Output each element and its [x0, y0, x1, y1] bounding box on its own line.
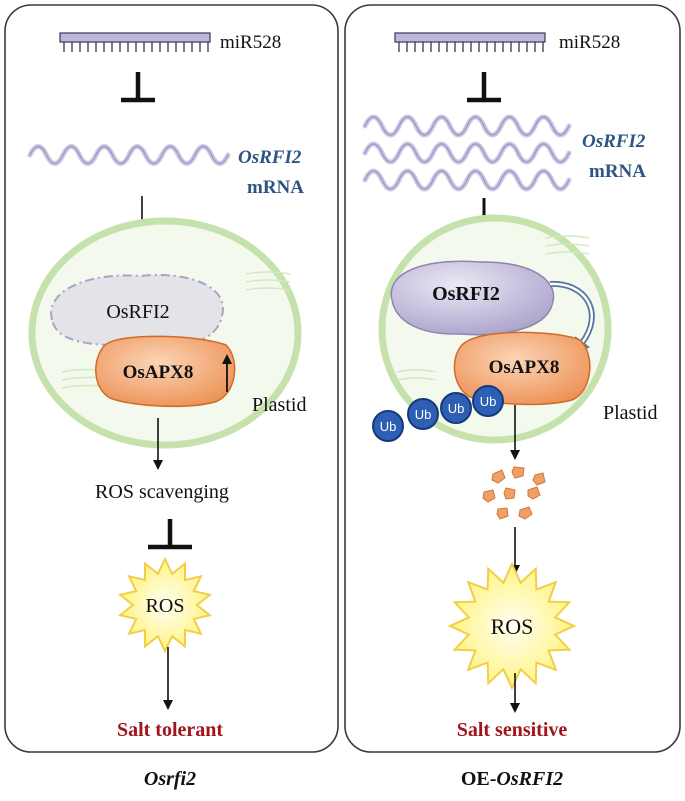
ros-burst-small [117, 556, 213, 654]
plastid-label: Plastid [603, 402, 657, 424]
genotype-prefix: OE- [461, 768, 497, 790]
mrna-wave-2-core [364, 143, 570, 163]
protein-fragment [518, 506, 533, 520]
thylakoid-stack [395, 235, 590, 381]
curved-arrow-core [549, 282, 593, 344]
mir528-label: miR528 [220, 32, 281, 53]
protein-fragment [511, 466, 525, 479]
mrna-wave-1-core [364, 116, 570, 136]
ubiquitin-circle [440, 392, 472, 424]
mrna-gene-label: OsRFI2 [582, 131, 646, 152]
inhibition-symbol-mir528 [467, 72, 501, 103]
inhibition-symbol-mir528 [121, 72, 155, 103]
protein-fragment [527, 486, 541, 500]
mrna-gene-label: OsRFI2 [238, 147, 302, 168]
plastid-label: Plastid [252, 394, 306, 416]
protein-fragment [491, 469, 506, 484]
osapx8-protein [95, 335, 236, 408]
degraded-osapx8-fragments [482, 466, 546, 520]
protein-fragment [496, 507, 509, 520]
ubiquitin-chain: Ub Ub Ub Ub [372, 385, 504, 442]
osapx8-protein-label: OsAPX8 [489, 357, 560, 378]
mrna-wave-3-core [364, 170, 570, 190]
genotype-label-mutant: Osrfi2 [144, 768, 196, 790]
mir528-strand [59, 32, 211, 43]
protein-fragment [482, 489, 496, 503]
ubiquitin-circle [407, 398, 439, 430]
osrfi2-mrna-right: OsRFI2 mRNA [362, 114, 646, 192]
ubiquitin-3: Ub [440, 392, 472, 424]
mir528-left: miR528 [59, 32, 281, 53]
phenotype-label-salt-tolerant: Salt tolerant [117, 719, 223, 741]
left-panel: miR528 OsRFI2 mRNA OsRFI2 OsAPX8 Plastid… [4, 4, 339, 753]
osrfi2-protein-label: OsRFI2 [106, 301, 169, 323]
mir528-right: miR528 [394, 32, 620, 53]
mrna-word-label: mRNA [247, 177, 304, 198]
mir528-teeth [63, 42, 209, 52]
ubiquitin-2: Ub [407, 398, 439, 430]
mrna-word-label: mRNA [589, 161, 646, 182]
genotype-label-overexpression: OE-OsRFI2 [461, 768, 563, 790]
ubiquitin-label: Ub [448, 401, 465, 416]
ubiquitin-circle [372, 410, 404, 442]
ubiquitin-circle [472, 385, 504, 417]
protein-fragment [503, 487, 516, 500]
mrna-wave-core [29, 145, 229, 165]
ubiquitin-4: Ub [472, 385, 504, 417]
right-panel: miR528 OsRFI2 mRNA OsRFI2 OsAPX8 [344, 4, 681, 753]
mir528-teeth [398, 42, 544, 52]
mir528-strand [394, 32, 546, 43]
osrfi2-protein-overexpressed [390, 260, 555, 336]
osrfi2-mrna-left: OsRFI2 mRNA [27, 144, 304, 198]
ros-burst-large [447, 561, 577, 691]
ros-label: ROS [146, 595, 185, 617]
mir528-label: miR528 [559, 32, 620, 53]
protein-fragment [532, 472, 546, 486]
ros-label: ROS [491, 614, 534, 639]
osrfi2-protein-label: OsRFI2 [432, 283, 500, 305]
thylakoid-stack [61, 271, 291, 389]
ubiquitin-1: Ub [372, 410, 404, 442]
genotype-gene: OsRFI2 [496, 768, 563, 790]
osapx8-protein-label: OsAPX8 [123, 362, 194, 383]
ubiquitin-label: Ub [415, 407, 432, 422]
phenotype-label-salt-sensitive: Salt sensitive [457, 719, 568, 741]
ubiquitin-label: Ub [380, 419, 397, 434]
ros-scavenging-label: ROS scavenging [95, 481, 229, 503]
inhibition-symbol-ros [148, 519, 192, 550]
ubiquitin-label: Ub [480, 394, 497, 409]
